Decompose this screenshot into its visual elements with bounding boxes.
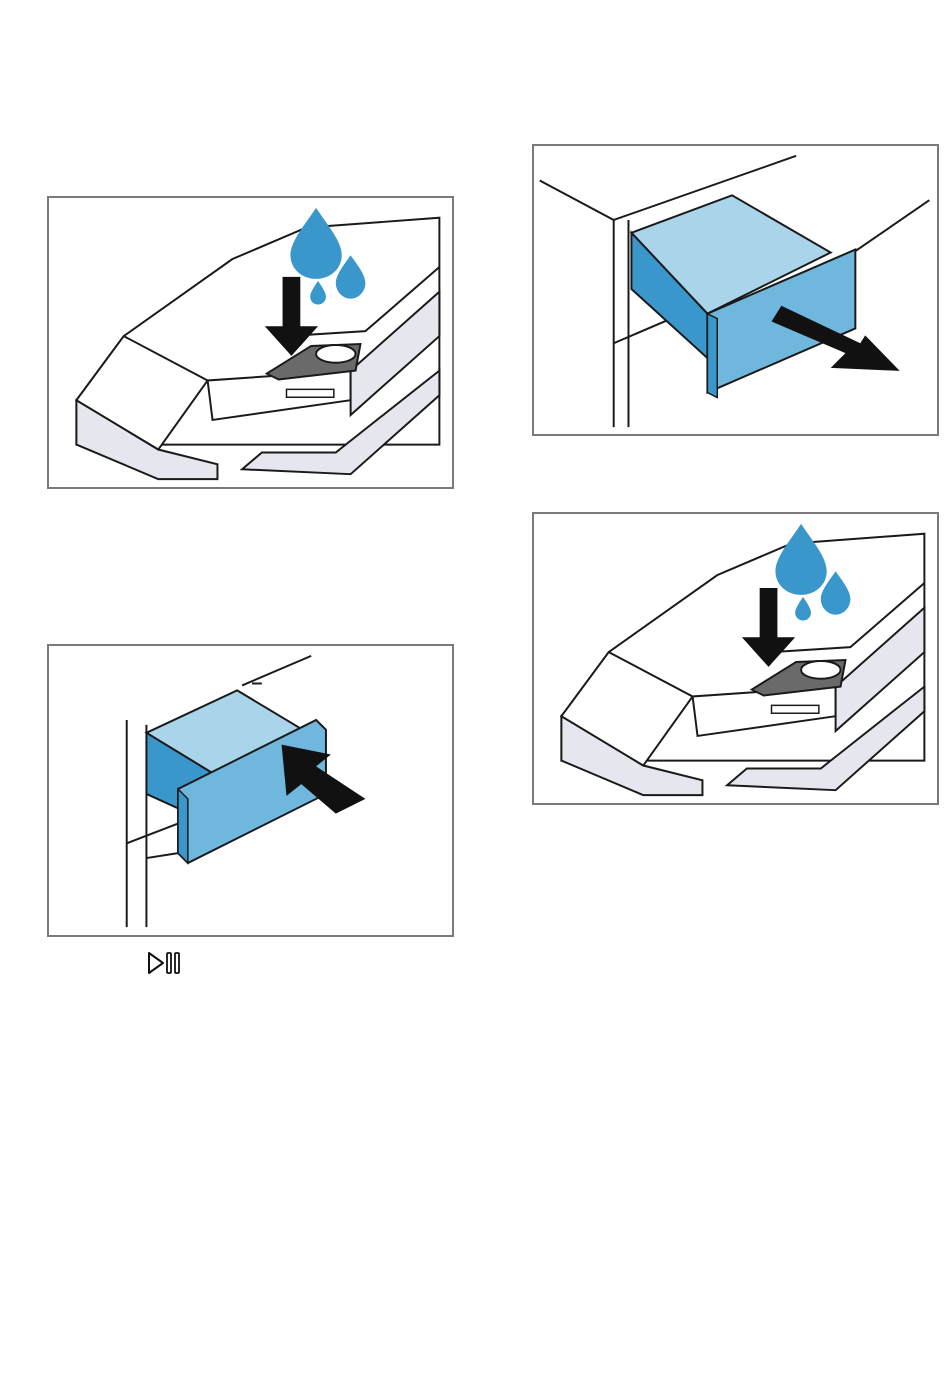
figure-pull-out-drawer — [532, 144, 939, 436]
dispenser-illustration-repeat — [534, 514, 937, 803]
figure-push-in-drawer — [47, 644, 454, 937]
water-drop-icon — [290, 208, 341, 279]
drawer-illustration — [534, 146, 937, 434]
water-drop-icon — [775, 524, 826, 595]
start-pause-icon — [146, 950, 186, 976]
drawer-push-illustration — [49, 646, 452, 935]
figure-add-water — [47, 196, 454, 489]
figure-add-water-repeat — [532, 512, 939, 805]
dispenser-illustration — [49, 198, 452, 487]
